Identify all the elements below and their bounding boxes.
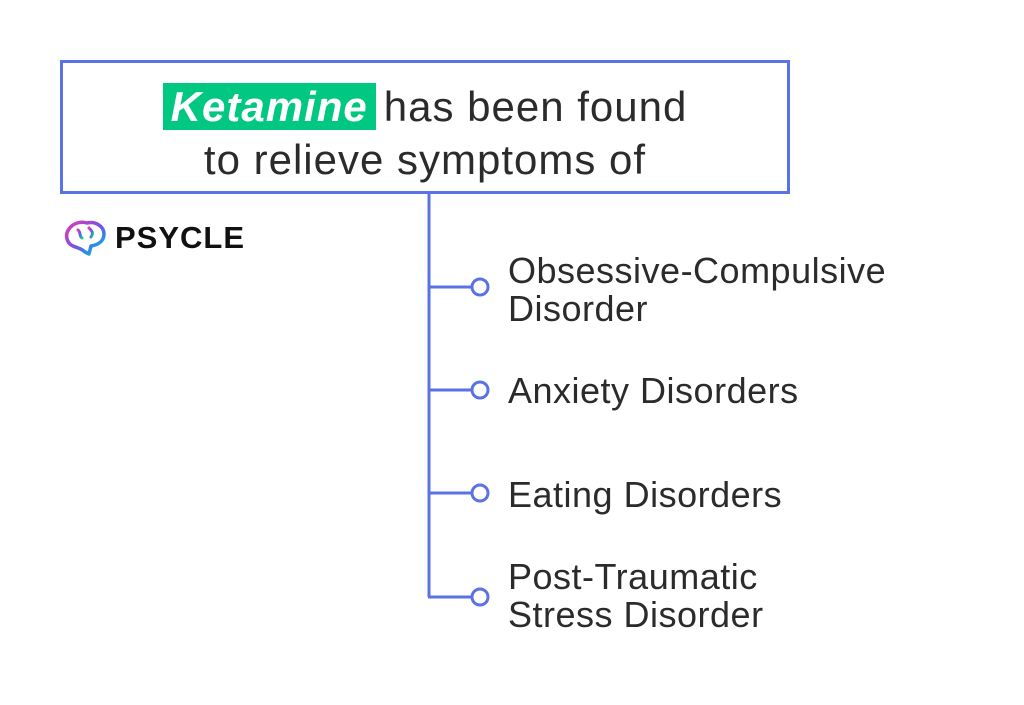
psycle-logo: PSYCLE [63, 218, 245, 258]
node-circle-icon [470, 277, 490, 297]
node-circle-icon [470, 587, 490, 607]
item-line-1: Post-Traumatic [508, 556, 758, 597]
list-item-ptsd: Post-Traumatic Stress Disorder [508, 558, 764, 634]
item-line-1: Anxiety Disorders [508, 370, 799, 411]
item-line-1: Obsessive-Compulsive [508, 250, 887, 291]
title-line-1-rest: has been found [383, 83, 688, 130]
list-item-ocd: Obsessive-Compulsive Disorder [508, 252, 886, 328]
item-line-2: Stress Disorder [508, 594, 764, 635]
logo-text: PSYCLE [115, 220, 246, 255]
list-item-eating: Eating Disorders [508, 476, 782, 514]
node-circle-icon [470, 483, 490, 503]
list-item-anxiety: Anxiety Disorders [508, 372, 799, 410]
node-circle-icon [470, 380, 490, 400]
item-line-2: Disorder [508, 288, 649, 329]
brain-icon [64, 220, 106, 256]
item-line-1: Eating Disorders [508, 474, 783, 515]
title-line-2: to relieve symptoms of [203, 136, 647, 183]
highlight-ketamine: Ketamine [162, 83, 376, 130]
